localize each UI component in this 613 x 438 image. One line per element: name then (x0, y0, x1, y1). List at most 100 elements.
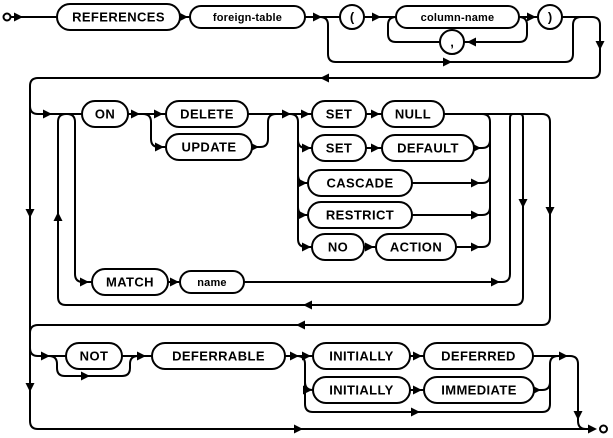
arrowhead-icon (491, 277, 500, 287)
arrowhead-icon (14, 12, 23, 22)
arrowhead-icon (527, 12, 536, 22)
node-initially-deferred-initially: INITIALLY (312, 342, 411, 370)
node-label: column-name (421, 12, 495, 24)
arrowhead-icon (170, 277, 179, 287)
node-label: DEFERRED (441, 349, 516, 364)
node-references: REFERENCES (56, 3, 181, 31)
arrowhead-icon (588, 424, 597, 434)
node-foreign-table: foreign-table (189, 5, 306, 29)
node-set-null-set: SET (311, 100, 367, 128)
node-label: DELETE (180, 107, 234, 122)
arrowhead-icon (290, 351, 299, 361)
node-not: NOT (65, 342, 123, 370)
node-immediate: IMMEDIATE (423, 376, 535, 404)
arrowhead-icon (302, 242, 311, 252)
arrowhead-icon (371, 109, 380, 119)
node-label: INITIALLY (329, 383, 394, 398)
node-comma: , (439, 29, 465, 55)
arrowhead-icon (81, 371, 90, 381)
arrowhead-icon (298, 210, 307, 220)
arrowhead-icon (313, 12, 322, 22)
arrowhead-icon (471, 178, 480, 188)
arrowhead-icon (518, 199, 528, 208)
arrowhead-icon (471, 210, 480, 220)
node-action: ACTION (375, 233, 457, 261)
arrowhead-icon (302, 351, 311, 361)
end-terminal-icon (599, 424, 608, 434)
arrowhead-icon (303, 300, 312, 310)
node-label: foreign-table (213, 12, 282, 24)
node-label: name (197, 277, 227, 289)
node-label: ( (350, 10, 355, 25)
arrowhead-icon (154, 109, 163, 119)
arrowhead-icon (25, 383, 35, 392)
arrowheads (14, 12, 605, 434)
arrowhead-icon (372, 12, 381, 22)
arrowhead-icon (471, 242, 480, 252)
node-label: UPDATE (182, 140, 237, 155)
arrowhead-icon (179, 12, 188, 22)
node-match: MATCH (91, 268, 169, 296)
node-label: DEFAULT (397, 141, 459, 156)
arrowhead-icon (131, 109, 140, 119)
arrowhead-icon (137, 351, 146, 361)
arrowhead-icon (155, 142, 164, 152)
arrowhead-icon (413, 351, 422, 361)
arrowhead-icon (303, 385, 312, 395)
arrowhead-icon (294, 424, 303, 434)
node-cascade: CASCADE (307, 169, 413, 197)
node-label: IMMEDIATE (441, 383, 517, 398)
node-label: MATCH (106, 275, 154, 290)
arrowhead-icon (365, 242, 374, 252)
node-label: CASCADE (326, 176, 393, 191)
node-label: ACTION (390, 240, 442, 255)
node-initially-immediate-initially: INITIALLY (312, 376, 411, 404)
node-update: UPDATE (165, 133, 253, 161)
arrowhead-icon (296, 320, 305, 330)
arrowhead-icon (302, 143, 311, 153)
arrowhead-icon (559, 351, 568, 361)
arrowhead-icon (53, 212, 63, 221)
arrowhead-icon (443, 57, 452, 67)
node-label: NULL (395, 107, 431, 122)
node-close-paren: ) (537, 4, 563, 30)
arrowhead-icon (573, 411, 583, 420)
arrowhead-icon (80, 277, 89, 287)
node-label: , (450, 35, 454, 50)
arrowhead-icon (411, 407, 420, 417)
arrowhead-icon (25, 209, 35, 218)
node-label: REFERENCES (72, 10, 165, 25)
node-label: DEFERRABLE (172, 349, 265, 364)
node-label: INITIALLY (329, 349, 394, 364)
node-label: RESTRICT (326, 208, 394, 223)
node-deferrable: DEFERRABLE (151, 342, 286, 370)
node-open-paren: ( (339, 4, 365, 30)
start-terminal-icon (2, 12, 12, 22)
arrowhead-icon (43, 109, 52, 119)
node-column-name: column-name (395, 5, 520, 29)
node-on: ON (81, 100, 129, 128)
node-label: SET (326, 141, 352, 156)
arrowhead-icon (320, 73, 329, 83)
node-label: NO (328, 240, 348, 255)
node-label: ) (548, 10, 552, 25)
node-restrict: RESTRICT (307, 201, 413, 229)
node-null: NULL (381, 100, 445, 128)
arrowhead-icon (595, 41, 605, 50)
node-name: name (179, 270, 245, 294)
node-deferred: DEFERRED (423, 342, 534, 370)
node-label: SET (326, 107, 352, 122)
arrowhead-icon (298, 178, 307, 188)
node-label: ON (95, 107, 115, 122)
node-set-default-set: SET (311, 134, 367, 162)
arrowhead-icon (371, 143, 380, 153)
node-default: DEFAULT (381, 134, 475, 162)
arrowhead-icon (301, 109, 310, 119)
node-no: NO (311, 233, 365, 261)
arrowhead-icon (467, 37, 476, 47)
arrowhead-icon (545, 207, 555, 216)
arrowhead-icon (413, 385, 422, 395)
arrowhead-icon (282, 109, 291, 119)
